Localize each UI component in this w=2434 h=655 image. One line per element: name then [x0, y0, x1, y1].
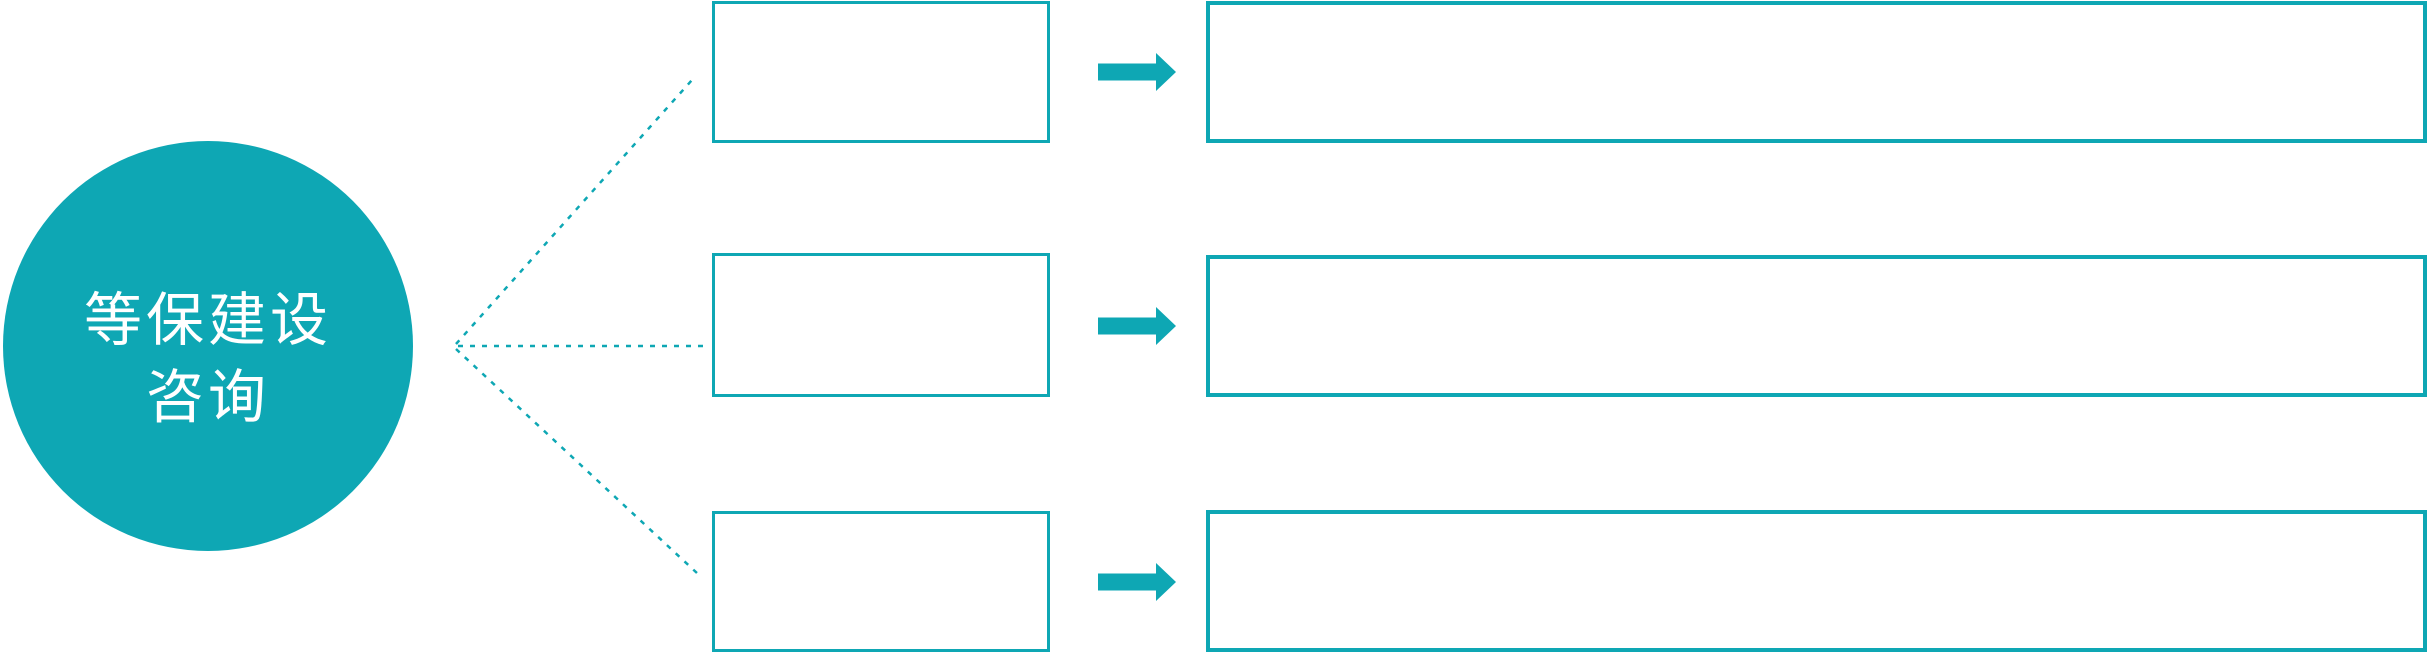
- detail-box-3: [1206, 510, 2427, 652]
- hub-circle: 等保建设 咨询: [3, 141, 413, 551]
- detail-box-1: [1206, 1, 2427, 143]
- right-block-arrow-icon: [1098, 563, 1176, 601]
- branch-box-3: [712, 511, 1050, 652]
- hub-label: 等保建设 咨询: [84, 256, 332, 436]
- branch-box-2: [712, 253, 1050, 397]
- right-block-arrow-icon: [1098, 53, 1176, 91]
- connector-line-top: [455, 79, 693, 345]
- connector-line-bottom: [455, 348, 699, 575]
- hub-label-line1: 等保建设: [83, 288, 332, 353]
- branch-box-1: [712, 1, 1050, 143]
- detail-box-2: [1206, 255, 2427, 397]
- hub-label-line2: 咨询: [145, 365, 270, 430]
- right-block-arrow-icon: [1098, 307, 1176, 345]
